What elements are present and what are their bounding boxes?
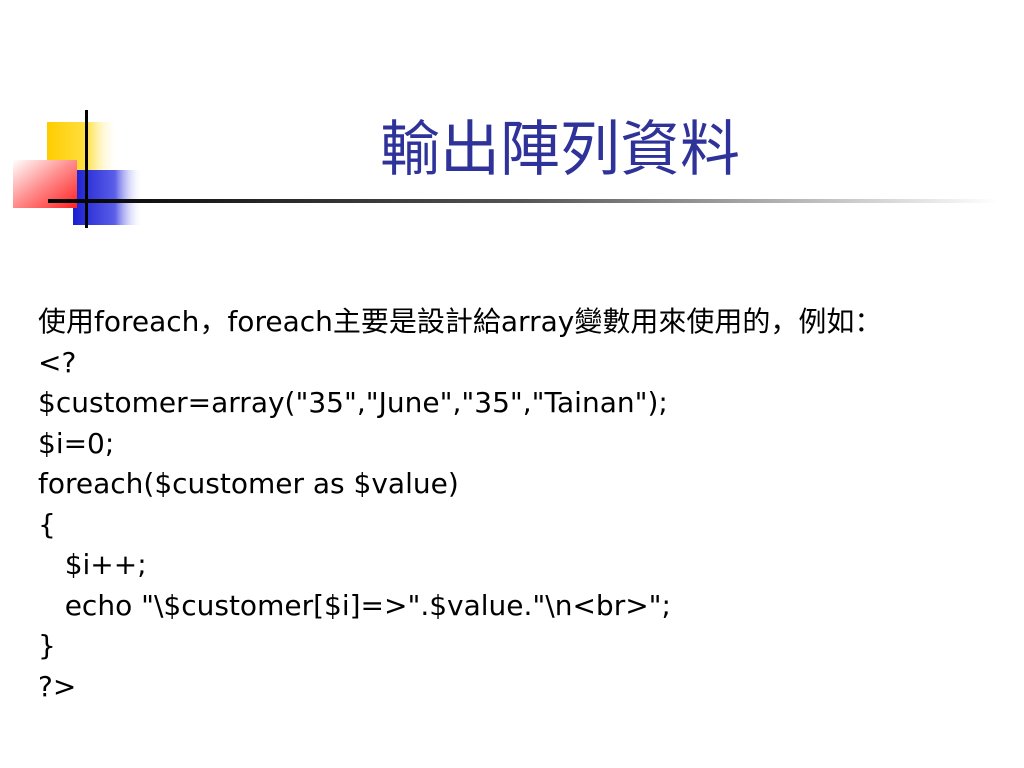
code-line: foreach($customer as $value) — [38, 467, 459, 500]
intro-part: 變數用來使用的，例如： — [574, 305, 883, 338]
code-line: { — [38, 507, 56, 541]
slide-decoration — [13, 110, 998, 228]
intro-line: 使用foreach，foreach主要是設計給array變數用來使用的，例如： — [38, 302, 1018, 343]
decor-horizontal-line — [48, 199, 998, 203]
code-line: ?> — [38, 669, 77, 703]
slide-body: 使用foreach，foreach主要是設計給array變數用來使用的，例如： … — [38, 302, 1018, 707]
slide-title: 輸出陣列資料 — [380, 115, 740, 185]
intro-part: foreach — [227, 305, 333, 338]
code-line: <? — [38, 345, 77, 379]
intro-part: 使用 — [38, 305, 95, 338]
code-line: $i=0; — [38, 426, 115, 460]
intro-part: ， — [199, 305, 228, 338]
intro-part: 主要是設計給 — [332, 305, 501, 338]
intro-part: array — [500, 305, 575, 338]
code-line: } — [38, 629, 56, 662]
code-line: $customer=array("35","June","35","Tainan… — [38, 386, 668, 419]
code-line: echo "\$customer[$i]=>".$value."\n<br>"; — [38, 588, 671, 622]
decor-blue-square — [73, 170, 143, 225]
intro-part: foreach — [94, 305, 200, 338]
code-line: $i++; — [38, 548, 147, 581]
decor-vertical-line — [85, 110, 88, 228]
